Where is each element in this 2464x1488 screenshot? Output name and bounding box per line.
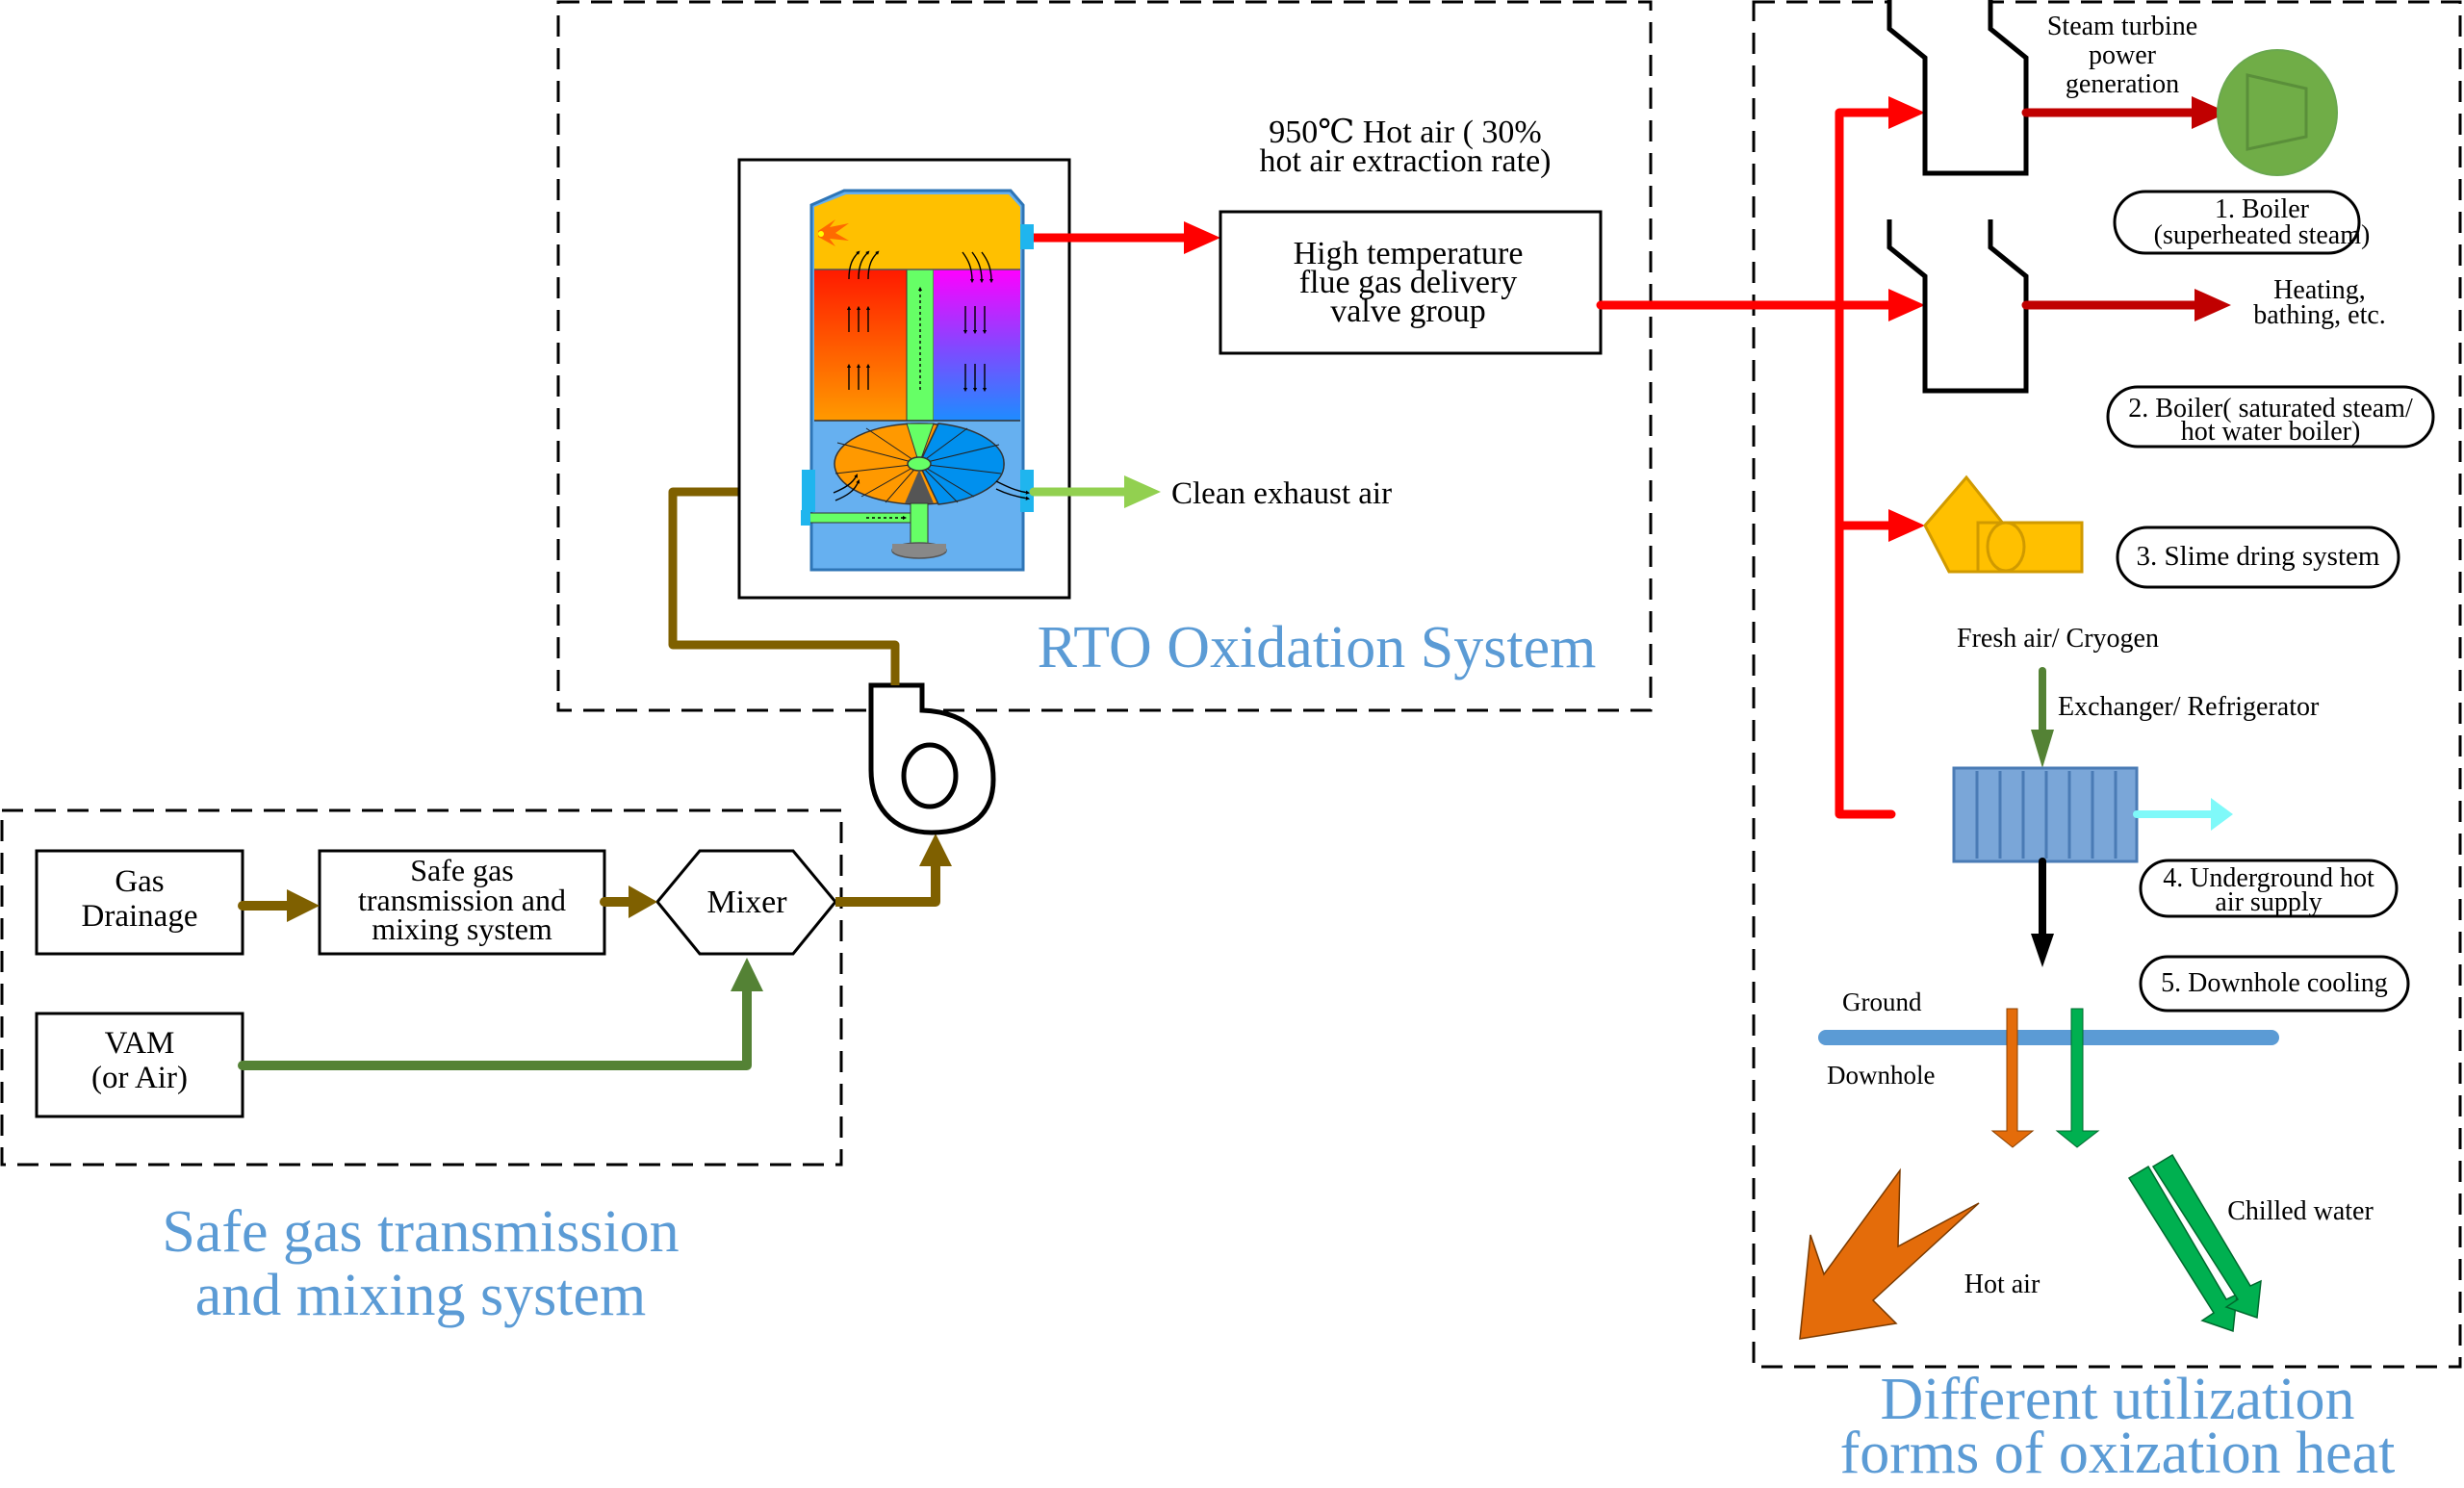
hot-flue-gas-distribution-lines [1596, 108, 1896, 819]
hot-air-output-arrow [1034, 221, 1220, 254]
arrow-head-icon [287, 889, 320, 922]
heating-label-2: bathing, etc. [2253, 300, 2386, 330]
boiler-1-caption: 1. Boiler (superheated steam) [2113, 190, 2371, 255]
gas-drainage-label-1: Gas [115, 864, 164, 899]
valve-group-box: High temperature flue gas delivery valve… [1219, 210, 1603, 355]
utilization-title-line2: forms of oxization heat [1840, 1421, 2396, 1486]
arrow-head-icon [1888, 509, 1925, 542]
fresh-air-arrow [2031, 667, 2054, 768]
arrow-head-icon [1184, 221, 1220, 254]
vam-label-1: VAM [105, 1026, 175, 1061]
safe-gas-label-2: transmission and [358, 883, 566, 917]
boiler-2-caption: 2. Boiler( saturated steam/ hot water bo… [2106, 385, 2435, 449]
steam-turbine-label-2: power [2089, 40, 2157, 70]
rto-section-title: RTO Oxidation System [1038, 615, 1597, 680]
downhole-cooling-caption: 5. Downhole cooling [2139, 955, 2410, 1013]
boiler-1-caption-line1: 1. Boiler [2215, 194, 2310, 224]
cold-air-output-arrow [2133, 798, 2233, 831]
vam-flow-arrow [238, 958, 763, 1070]
safe-gas-title-line1: Safe gas transmission [162, 1199, 679, 1265]
steam-turbine-label-3: generation [2066, 69, 2179, 99]
boiler-2-icon [1886, 219, 2029, 394]
arrow-head-icon [1124, 475, 1161, 508]
boiler-2-caption-line2: hot water boiler) [2181, 417, 2361, 447]
downhole-label: Downhole [1827, 1061, 1935, 1090]
heat-exchanger-icon [1952, 766, 2139, 863]
arrow-head-icon [1888, 96, 1925, 129]
arrow-head-icon [629, 885, 657, 918]
arrow-head-icon [919, 834, 952, 866]
clean-exhaust-arrow [1029, 475, 1161, 508]
mixer-hexagon: Mixer [655, 849, 837, 956]
mixer-label: Mixer [706, 885, 787, 920]
vam-label-2: (or Air) [91, 1061, 188, 1095]
underground-caption: 4. Underground hot air supply [2139, 859, 2399, 918]
heating-arrow [2021, 289, 2231, 321]
gas-drainage-label-2: Drainage [82, 899, 198, 934]
hot-air-note-line2: hot air extraction rate) [1259, 143, 1551, 179]
arrow-head-icon [2194, 289, 2231, 321]
underground-caption-line2: air supply [2215, 887, 2322, 917]
hot-air-label: Hot air [1964, 1270, 2040, 1299]
slime-caption-label: 3. Slime dring system [2137, 541, 2380, 572]
chilled-water-down-arrow [2055, 1008, 2100, 1148]
utilization-section-border [1752, 0, 2462, 1369]
gas-flow-arrows [238, 834, 952, 922]
arrow-head-icon [2192, 96, 2228, 129]
arrow-head-icon [731, 958, 763, 991]
hot-air-down-arrow [1990, 1008, 2035, 1148]
safe-gas-title-line2: and mixing system [195, 1263, 646, 1328]
slime-dryer-icon [1923, 475, 2084, 574]
downward-supply-arrow [2031, 858, 2054, 967]
clean-exhaust-label: Clean exhaust air [1171, 476, 1392, 511]
boiler-1-caption-line2: (superheated steam) [2154, 220, 2371, 250]
hot-air-big-arrow [1799, 1167, 1980, 1340]
vam-box: VAM (or Air) [35, 1012, 244, 1118]
fresh-air-label: Fresh air/ Cryogen [1957, 624, 2159, 654]
underground-caption-line1: 4. Underground hot [2163, 863, 2374, 893]
ground-label: Ground [1842, 988, 1922, 1016]
chilled-water-arrows-icon [2127, 1153, 2262, 1333]
generator-icon [2217, 49, 2338, 176]
valve-group-label-3: valve group [1330, 294, 1485, 329]
chilled-water-label: Chilled water [2227, 1196, 2374, 1226]
exchanger-label: Exchanger/ Refrigerator [2058, 692, 2320, 722]
downhole-cooling-label: 5. Downhole cooling [2161, 968, 2388, 998]
turbine-arrow [2021, 96, 2228, 129]
arrow-head-icon [2031, 934, 2054, 967]
rto-section-border [556, 0, 1653, 712]
safe-gas-section-border [0, 808, 843, 1167]
safe-gas-label-3: mixing system [372, 911, 552, 946]
arrow-head-icon [2211, 798, 2233, 831]
boiler-1-icon [1886, 0, 2029, 176]
boiler-2-caption-line1: 2. Boiler( saturated steam/ [2128, 394, 2413, 423]
safe-gas-box: Safe gas transmission and mixing system [318, 849, 606, 956]
utilization-title-line1: Different utilization [1881, 1367, 2355, 1432]
rto-oxidizer-icon [801, 189, 1034, 572]
slime-caption: 3. Slime dring system [2116, 526, 2400, 589]
valve-group-label-2: flue gas delivery [1299, 265, 1518, 300]
hot-air-note-line1: 950℃ Hot air ( 30% [1269, 115, 1542, 150]
steam-turbine-label-1: Steam turbine [2047, 12, 2197, 41]
arrow-head-icon [2031, 730, 2054, 768]
arrow-head-icon [1888, 289, 1925, 321]
safe-gas-label-1: Safe gas [410, 853, 514, 887]
valve-group-label-1: High temperature [1294, 236, 1524, 271]
heating-label-1: Heating, [2273, 275, 2366, 305]
blower-fan-icon [868, 682, 996, 835]
gas-drainage-box: Gas Drainage [35, 849, 244, 956]
